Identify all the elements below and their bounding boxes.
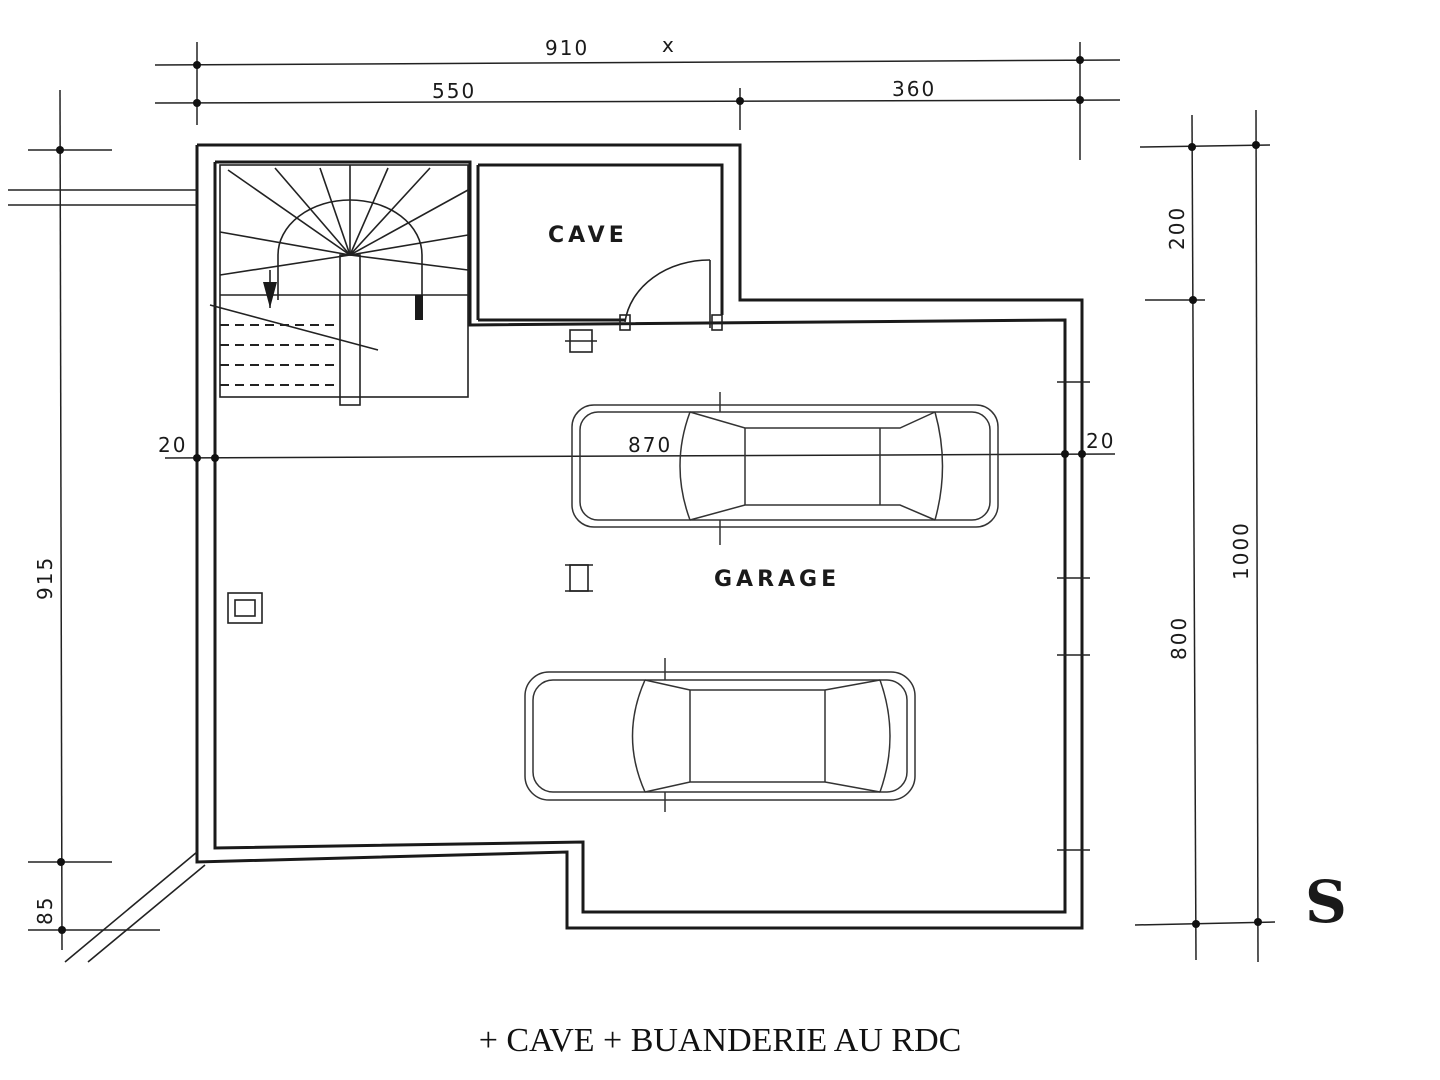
dim-top-total: 910: [545, 36, 589, 60]
dim-right-middle: 800: [1167, 616, 1191, 660]
dim-top-left: 550: [432, 79, 476, 103]
left-dimension-lines: 915 85: [28, 89, 160, 951]
room-label-cave: CAVE: [548, 223, 628, 248]
dim-top-mark: x: [662, 33, 676, 57]
top-dimension-lines: 910 x 550 360: [154, 33, 1121, 160]
dim-right-top: 200: [1165, 206, 1189, 250]
inner-width-dimension: 20 870 20: [158, 429, 1116, 462]
car-lower: [524, 658, 916, 812]
dim-wall-left: 20: [158, 433, 187, 457]
cave-door: [565, 259, 723, 353]
car-upper: [571, 392, 999, 545]
garage-vent: [565, 564, 593, 592]
right-dimension-lines: 200 800 1000: [1134, 109, 1276, 963]
dim-wall-right: 20: [1086, 429, 1115, 453]
walls: [8, 143, 1090, 963]
room-label-garage: GARAGE: [714, 567, 840, 592]
dim-left-bottom: 85: [33, 896, 57, 925]
dim-left-total: 915: [33, 556, 57, 600]
plan-caption: + CAVE + BUANDERIE AU RDC: [478, 1022, 962, 1059]
dim-right-total: 1000: [1229, 521, 1253, 580]
staircase: [209, 164, 469, 406]
dim-inner-width: 870: [628, 433, 672, 457]
north-symbol: S: [1305, 868, 1347, 936]
dim-top-right: 360: [892, 77, 936, 101]
chimney-duct: [227, 592, 263, 624]
